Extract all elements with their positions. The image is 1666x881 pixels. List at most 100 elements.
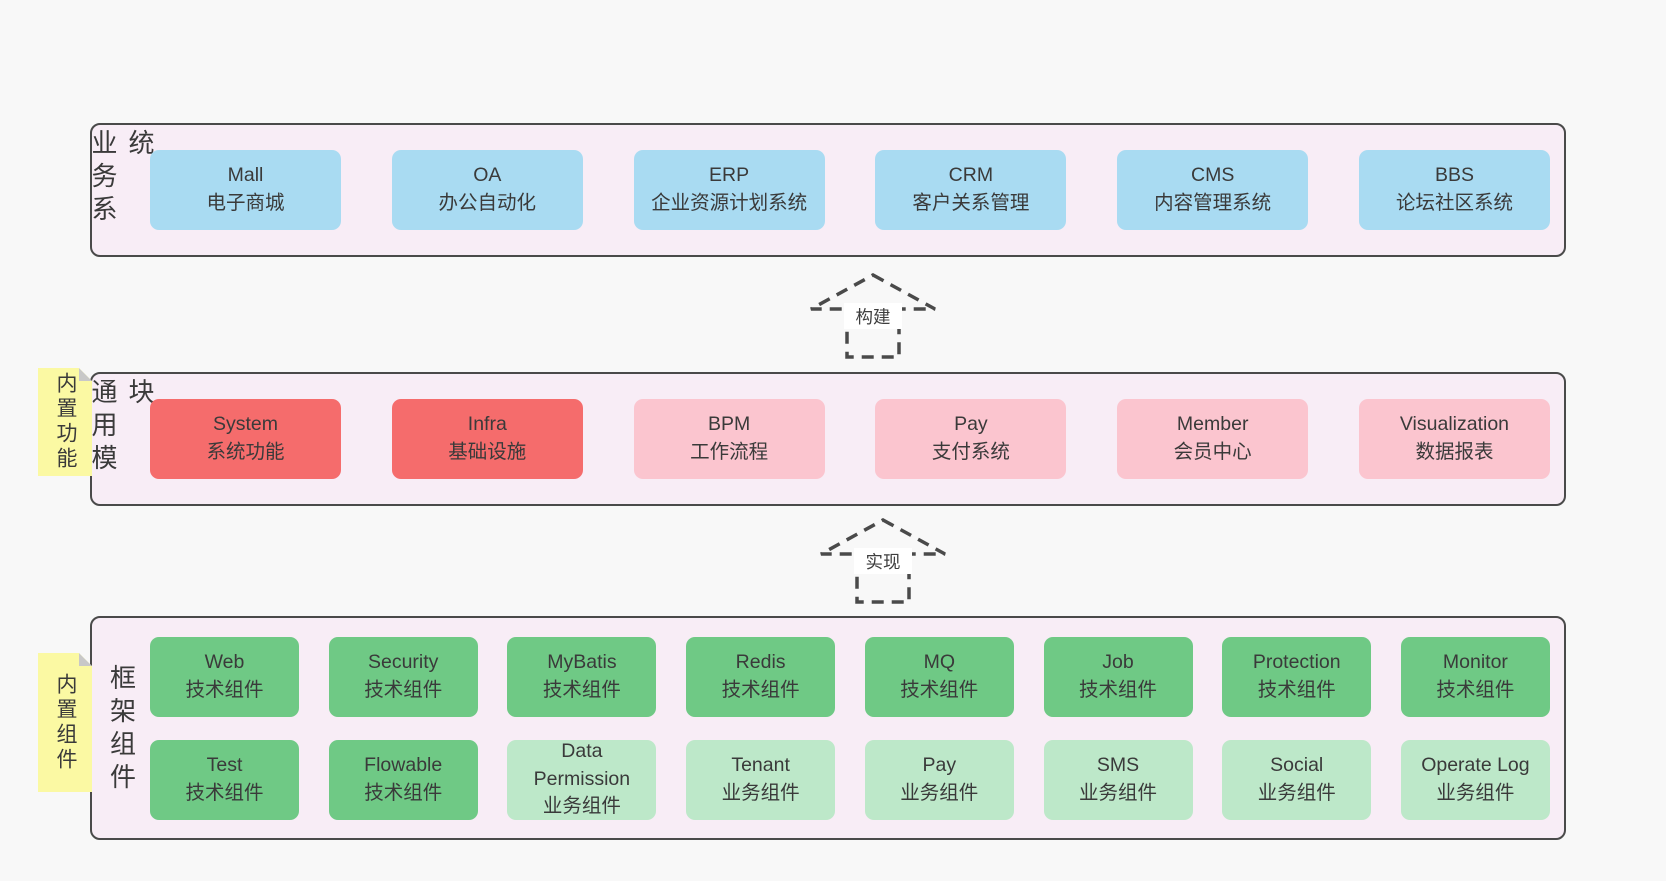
sticky-built-in-components-label: 内置组件 [54,672,77,773]
box-title: Pay [954,413,988,436]
box-system: System 系统功能 [150,399,341,479]
box-subtitle: 系统功能 [206,441,285,463]
box-subtitle: 客户关系管理 [912,192,1030,214]
box-crm: CRM 客户关系管理 [875,150,1067,230]
band-common-modules-content: System 系统功能 Infra 基础设施 BPM 工作流程 Pay 支付系统… [148,374,1564,504]
box-subtitle: 企业资源计划系统 [651,192,808,214]
box-title: CMS [1191,164,1235,187]
box-title: Social [1270,753,1324,776]
box-title: SMS [1096,753,1140,776]
box-subtitle: 技术组件 [185,781,264,804]
band-business-systems-label: 业务系统 [88,129,155,228]
box-security: Security 技术组件 [328,636,478,717]
box-subtitle: 支付系统 [931,441,1010,463]
box-title: Flowable [364,753,443,776]
framework-components-row-1: Web 技术组件 Security 技术组件 MyBatis 技术组件 Redi… [150,636,1550,717]
box-title: Test [206,753,243,776]
box-title: Web [204,650,245,673]
box-job: Job 技术组件 [1043,636,1193,717]
band-framework-components-content: Web 技术组件 Security 技术组件 MyBatis 技术组件 Redi… [148,618,1564,838]
box-title: System [212,413,278,436]
box-mq: MQ 技术组件 [864,636,1014,717]
box-title: MyBatis [547,650,617,673]
implement-arrow-label-bg [854,548,912,574]
box-visualization: Visualization 数据报表 [1358,399,1550,479]
box-subtitle: 数据报表 [1415,441,1494,463]
box-subtitle: 技术组件 [364,781,443,804]
box-subtitle: 技术组件 [542,678,621,701]
box-subtitle: 办公自动化 [438,192,537,214]
box-oa: OA 办公自动化 [391,150,583,230]
implement-arrow-icon: 实现 [820,518,946,604]
box-pay-component: Pay 业务组件 [864,739,1014,820]
box-web: Web 技术组件 [150,636,299,717]
box-title: Operate Log [1421,753,1530,776]
sticky-built-in-components: 内置组件 [38,653,92,792]
band-framework-components-label: 框架组件 [106,664,137,796]
box-tenant: Tenant 业务组件 [686,739,836,820]
box-test: Test 技术组件 [150,739,299,820]
box-operate-log: Operate Log 业务组件 [1400,739,1550,820]
band-common-modules: 通用模块 System 系统功能 Infra 基础设施 BPM 工作流程 Pay… [88,372,1566,506]
box-data-permission: Data Permission 业务组件 [507,739,657,820]
box-title: Pay [922,753,957,776]
box-subtitle: 技术组件 [1079,678,1158,701]
box-title: MQ [923,650,956,673]
band-business-systems: 业务系统 Mall 电子商城 OA 办公自动化 ERP 企业资源计划系统 CRM… [88,123,1566,257]
box-title: Member [1176,413,1249,436]
common-modules-row: System 系统功能 Infra 基础设施 BPM 工作流程 Pay 支付系统… [150,399,1550,479]
box-subtitle: 技术组件 [1436,678,1515,701]
box-mall: Mall 电子商城 [150,150,341,230]
box-subtitle: 内容管理系统 [1154,192,1272,214]
box-subtitle: 业务组件 [900,781,979,804]
box-cms: CMS 内容管理系统 [1117,150,1309,230]
sticky-built-in-features-label: 内置功能 [54,372,77,472]
box-subtitle: 技术组件 [900,678,979,701]
build-arrow-label: 构建 [856,307,891,327]
box-title: Redis [735,650,786,673]
build-arrow-label-bg [844,303,902,329]
box-subtitle: 会员中心 [1173,441,1252,463]
box-bbs: BBS 论坛社区系统 [1358,150,1550,230]
box-infra: Infra 基础设施 [391,399,583,479]
business-systems-row: Mall 电子商城 OA 办公自动化 ERP 企业资源计划系统 CRM 客户关系… [150,150,1550,230]
box-title: Monitor [1442,650,1508,673]
box-member: Member 会员中心 [1117,399,1309,479]
box-pay: Pay 支付系统 [875,399,1067,479]
box-title: BPM [707,413,751,436]
implement-arrow-label: 实现 [866,552,901,572]
box-mybatis: MyBatis 技术组件 [507,636,657,717]
box-sms: SMS 业务组件 [1043,739,1193,820]
box-bpm: BPM 工作流程 [633,399,825,479]
box-subtitle: 业务组件 [1257,781,1336,804]
box-subtitle: 技术组件 [721,678,800,701]
box-social: Social 业务组件 [1222,739,1372,820]
box-subtitle: 业务组件 [721,781,800,804]
box-subtitle: 论坛社区系统 [1395,192,1513,214]
box-subtitle: 业务组件 [1436,781,1515,804]
box-title: Job [1102,650,1134,673]
framework-components-row-2: Test 技术组件 Flowable 技术组件 Data Permission … [150,739,1550,820]
box-title: Mall [227,164,264,187]
box-title: CRM [948,164,994,187]
band-common-modules-label: 通用模块 [88,378,155,477]
box-title: BBS [1434,164,1474,187]
box-subtitle: 电子商城 [206,192,285,214]
box-title: Data Permission [533,739,631,790]
band-business-systems-content: Mall 电子商城 OA 办公自动化 ERP 企业资源计划系统 CRM 客户关系… [148,125,1564,255]
box-title: Protection [1252,650,1341,673]
sticky-built-in-features: 内置功能 [38,368,92,476]
box-subtitle: 技术组件 [185,678,264,701]
box-title: Security [367,650,439,673]
box-title: Visualization [1399,413,1510,436]
box-flowable: Flowable 技术组件 [328,739,478,820]
box-title: Tenant [731,753,790,776]
box-subtitle: 技术组件 [1257,678,1336,701]
box-title: Infra [467,413,507,436]
build-arrow-icon: 构建 [810,273,936,359]
box-title: ERP [709,164,750,187]
box-title: OA [473,164,502,187]
box-subtitle: 业务组件 [542,795,621,818]
box-erp: ERP 企业资源计划系统 [633,150,825,230]
band-framework-components: 框架组件 Web 技术组件 Security 技术组件 MyBatis 技术组件… [90,616,1566,840]
